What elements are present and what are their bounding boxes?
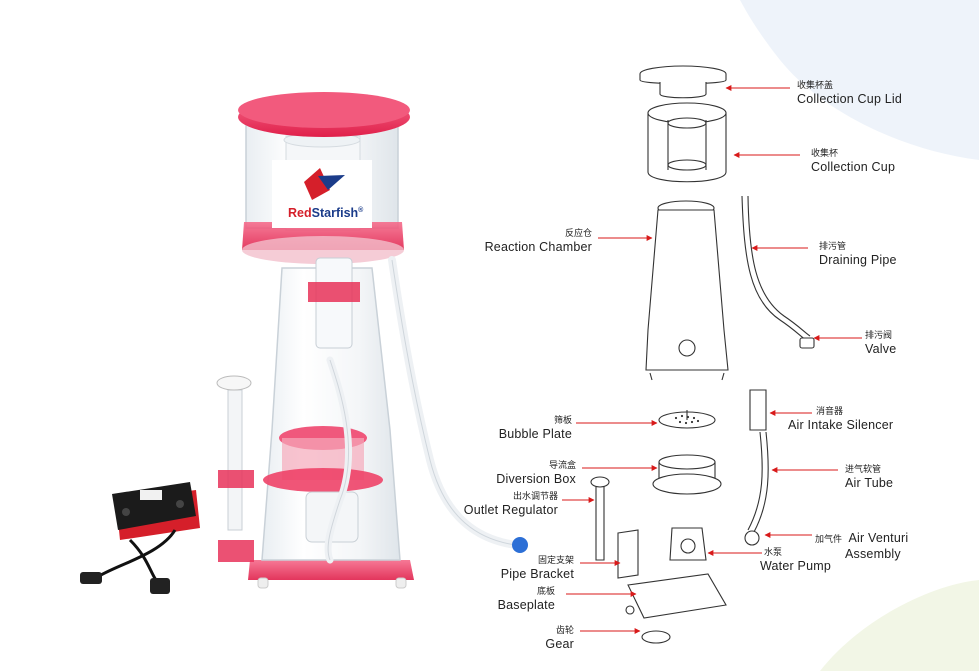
label-cn: 收集杯盖 xyxy=(797,81,834,91)
label-collection-cup: 收集杯 Collection Cup xyxy=(811,150,895,174)
brand-logo-text: RedStarfish® xyxy=(288,206,363,220)
label-en: Collection Cup Lid xyxy=(797,92,903,106)
label-reaction-chamber: 反应仓 Reaction Chamber xyxy=(470,230,592,254)
exploded-parts xyxy=(590,65,815,644)
label-cn: 导流盒 xyxy=(548,461,576,471)
label-bubble-plate: 筛板 Bubble Plate xyxy=(480,417,572,441)
label-cn: 加气件 xyxy=(815,535,843,545)
label-cn: 反应仓 xyxy=(564,229,592,239)
label-cn: 排污管 xyxy=(819,242,847,252)
label-cn: 水泵 xyxy=(764,548,783,558)
label-cn: 进气软管 xyxy=(845,465,882,475)
label-en-line1: Air Venturi xyxy=(848,531,909,545)
controller-unit xyxy=(80,482,200,594)
label-outlet-regulator: 出水调节器 Outlet Regulator xyxy=(440,493,558,517)
label-cn: 齿轮 xyxy=(555,626,574,636)
label-en: Water Pump xyxy=(760,559,832,573)
label-cn: 收集杯 xyxy=(811,149,839,159)
label-diversion-box: 导流盒 Diversion Box xyxy=(470,462,576,486)
label-en-line2: Assembly xyxy=(845,547,901,561)
label-cn: 底板 xyxy=(536,587,555,597)
label-air-intake-silencer: 消音器 Air Intake Silencer xyxy=(788,408,893,432)
label-valve: 排污阀 Valve xyxy=(865,332,896,356)
label-collection-cup-lid: 收集杯盖 Collection Cup Lid xyxy=(797,82,902,106)
label-cn: 排污阀 xyxy=(865,331,893,341)
label-draining-pipe: 排污管 Draining Pipe xyxy=(819,243,897,267)
label-air-tube: 进气软管 Air Tube xyxy=(845,466,893,490)
label-en: Outlet Regulator xyxy=(463,503,558,517)
label-gear: 齿轮 Gear xyxy=(520,627,574,651)
label-pipe-bracket: 固定支架 Pipe Bracket xyxy=(480,557,574,581)
label-en: Bubble Plate xyxy=(498,427,572,441)
label-en: Valve xyxy=(865,342,897,356)
label-air-venturi-assembly: 加气件 Air Venturi Assembly xyxy=(815,530,908,561)
brand-name-blue: Starfish xyxy=(311,206,359,220)
assembled-skimmer xyxy=(216,92,528,589)
label-en: Pipe Bracket xyxy=(500,567,574,581)
label-en: Diversion Box xyxy=(496,472,576,486)
label-cn: 固定支架 xyxy=(537,556,574,566)
label-en: Reaction Chamber xyxy=(484,240,592,254)
label-cn: 出水调节器 xyxy=(512,492,558,502)
label-en: Air Tube xyxy=(845,476,894,490)
leader-arrows xyxy=(562,85,862,634)
brand-name-red: Red xyxy=(288,206,312,220)
label-en: Draining Pipe xyxy=(819,253,897,267)
label-en: Air Intake Silencer xyxy=(788,418,894,432)
label-en: Baseplate xyxy=(497,598,555,612)
label-cn: 筛板 xyxy=(553,416,572,426)
label-baseplate: 底板 Baseplate xyxy=(480,588,555,612)
brand-registered: ® xyxy=(358,206,364,214)
label-en: Collection Cup xyxy=(811,160,896,174)
label-cn: 消音器 xyxy=(816,407,844,417)
label-water-pump: 水泵 Water Pump xyxy=(760,549,831,573)
label-en: Gear xyxy=(545,637,574,651)
